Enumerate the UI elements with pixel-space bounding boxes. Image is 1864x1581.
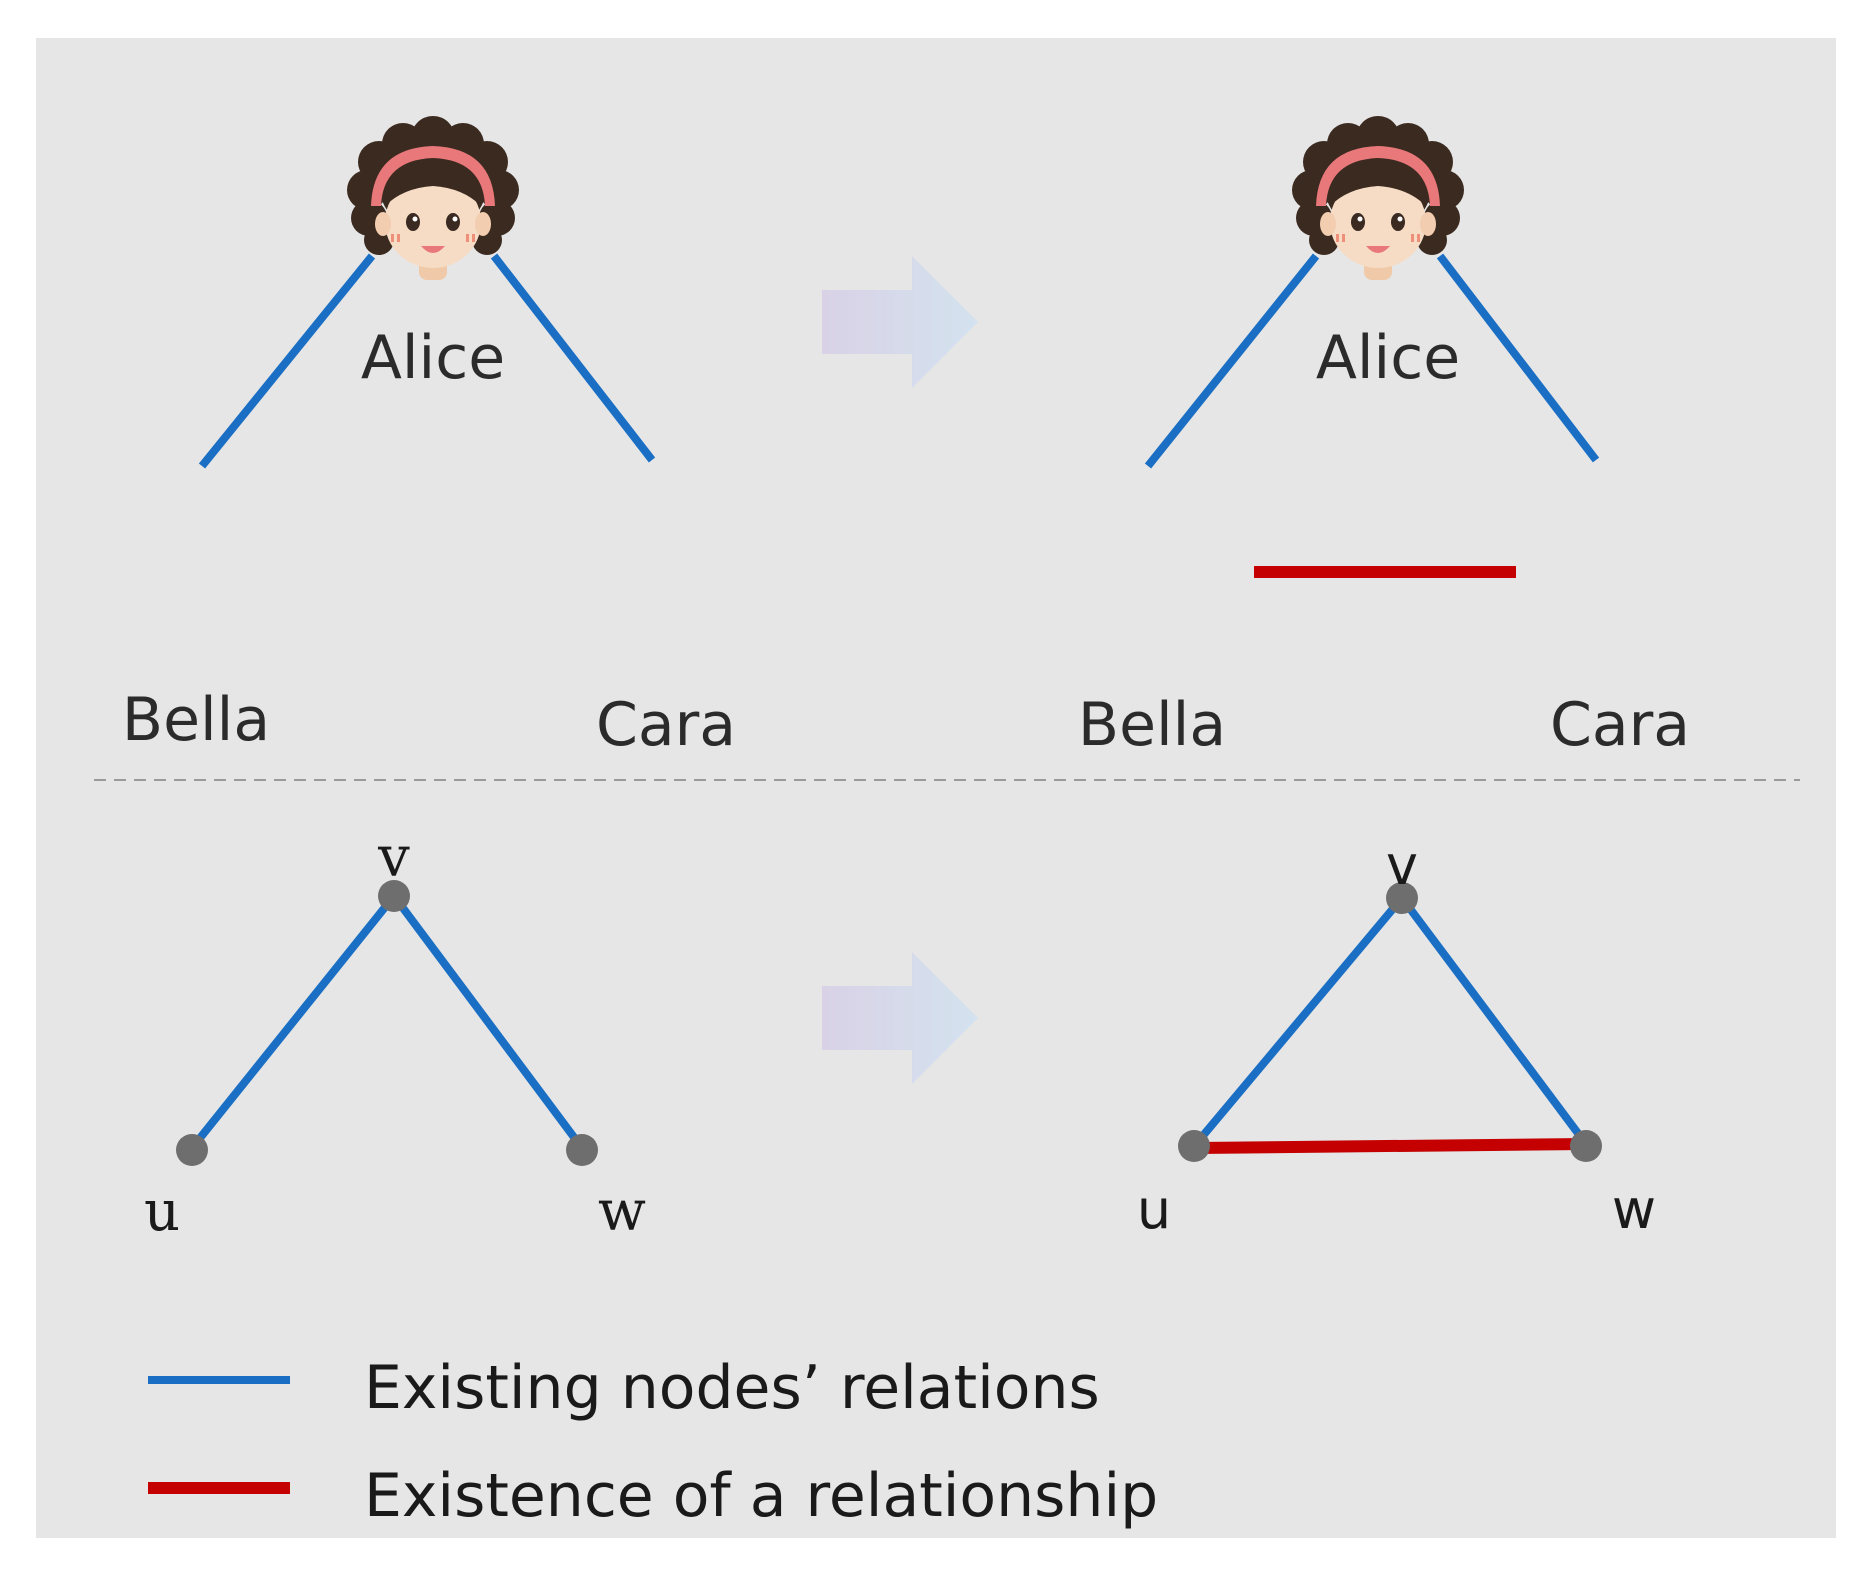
label-w: w <box>598 1179 646 1244</box>
node-v <box>378 880 410 912</box>
label-u: u <box>1137 1178 1171 1241</box>
alice-label: Alice <box>1316 323 1460 393</box>
node-v <box>1386 882 1418 914</box>
label-v: v <box>1386 834 1418 897</box>
cara-label: Cara <box>1550 690 1690 760</box>
legend: Existing nodes’ relations Existence of a… <box>148 1353 1158 1531</box>
legend-label-existing: Existing nodes’ relations <box>364 1353 1100 1423</box>
bottom-left-panel: v u w <box>144 825 646 1244</box>
bella-label: Bella <box>122 685 270 755</box>
label-v: v <box>377 825 410 890</box>
label-w: w <box>1612 1178 1656 1241</box>
edge-v-w <box>1398 895 1590 1147</box>
top-left-panel: Alice Bella Cara <box>94 116 778 760</box>
cara-label: Cara <box>596 690 736 760</box>
legend-label-new: Existence of a relationship <box>364 1461 1158 1531</box>
edge-alice-bella <box>1144 253 1320 469</box>
edge-v-u <box>188 893 398 1151</box>
bella-label: Bella <box>1078 690 1226 760</box>
node-u <box>1178 1130 1210 1162</box>
diagram-background <box>36 38 1836 1538</box>
node-w <box>566 1134 598 1166</box>
top-right-panel: Alice Bella Cara <box>1042 116 1728 760</box>
edge-u-w <box>1195 1138 1587 1154</box>
edge-alice-cara <box>1436 253 1600 463</box>
edge-alice-bella <box>198 253 376 469</box>
edge-alice-cara <box>490 253 656 463</box>
label-u: u <box>144 1179 180 1244</box>
alice-label: Alice <box>361 323 505 393</box>
node-w <box>1570 1130 1602 1162</box>
edge-v-w <box>390 893 586 1151</box>
edge-v-u <box>1192 895 1406 1147</box>
node-u <box>176 1134 208 1166</box>
bottom-right-panel: v u w <box>1137 834 1656 1241</box>
